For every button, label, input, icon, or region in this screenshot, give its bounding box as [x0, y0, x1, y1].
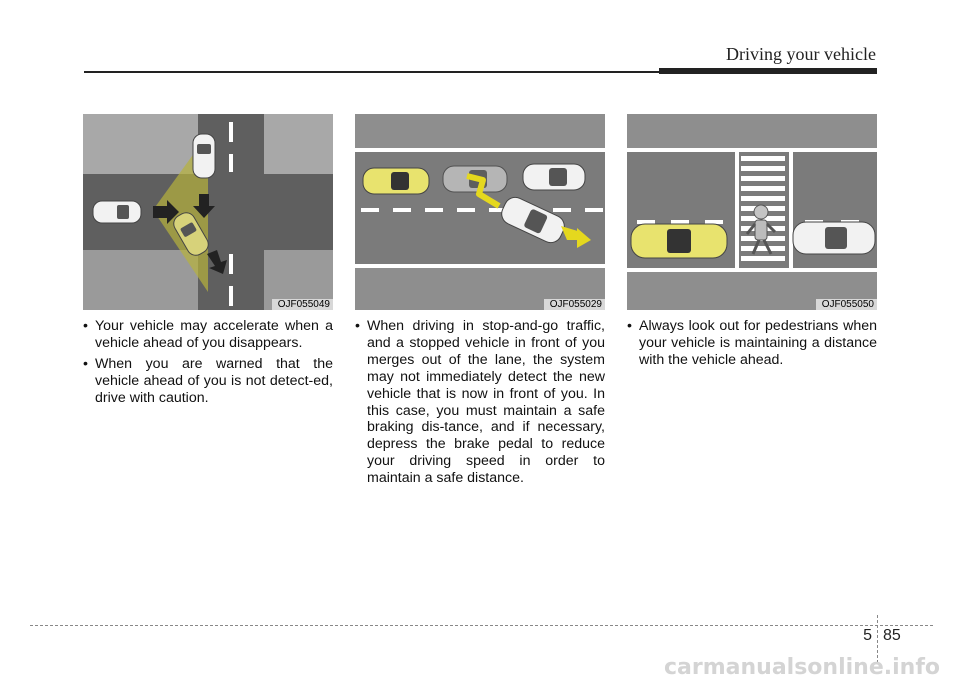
bullet-list: When driving in stop-and-go traffic, and… [355, 318, 605, 487]
bullet-item: When driving in stop-and-go traffic, and… [355, 318, 605, 487]
header-divider-accent [659, 68, 877, 74]
bullet-list: Always look out for pedestrians when you… [627, 318, 877, 369]
column-1-text: Your vehicle may accelerate when a vehic… [83, 318, 333, 411]
column-2-text: When driving in stop-and-go traffic, and… [355, 318, 605, 491]
figure-code: OJF055029 [543, 299, 605, 310]
section-title: Driving your vehicle [726, 44, 876, 64]
bullet-list: Your vehicle may accelerate when a vehic… [83, 318, 333, 407]
footer-divider [30, 625, 933, 626]
figure-lane-merge: OJF055029 [355, 114, 605, 310]
figure-code: OJF055049 [271, 299, 333, 310]
car-icon [192, 133, 216, 179]
bullet-item: Your vehicle may accelerate when a vehic… [83, 318, 333, 352]
page-number: 85 [883, 627, 901, 644]
footer-separator [877, 615, 878, 663]
watermark: carmanualsonline.info [664, 655, 940, 680]
pedestrian-icon [745, 204, 777, 255]
column-3-text: Always look out for pedestrians when you… [627, 318, 877, 373]
figure-code: OJF055050 [815, 299, 877, 310]
figure-crosswalk: OJF055050 [627, 114, 877, 310]
bullet-item: When you are warned that the vehicle ahe… [83, 356, 333, 407]
bullet-item: Always look out for pedestrians when you… [627, 318, 877, 369]
header-divider [84, 71, 659, 73]
chapter-number: 5 [863, 627, 872, 644]
crosswalk-illustration [627, 114, 877, 310]
intersection-illustration [83, 114, 333, 310]
figure-intersection: OJF055049 [83, 114, 333, 310]
lane-merge-illustration [355, 114, 605, 310]
